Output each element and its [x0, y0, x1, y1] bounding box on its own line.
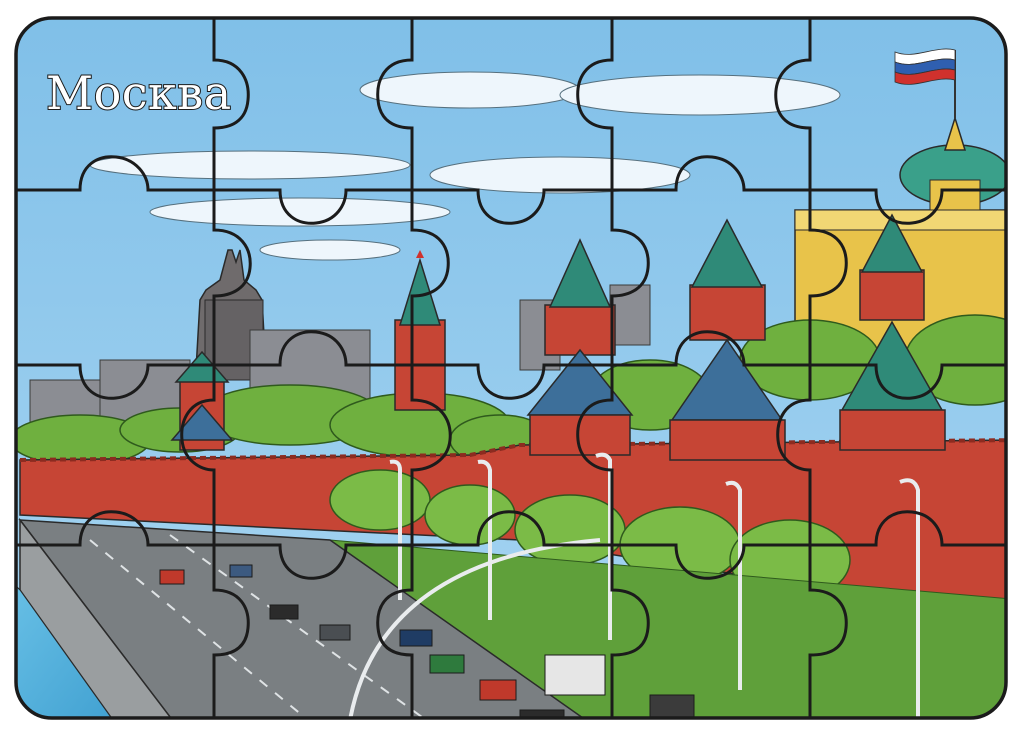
- russian-flag: [894, 48, 956, 118]
- cut-horizontal-2: [16, 330, 1006, 400]
- cars: [159, 564, 695, 718]
- board-outline: [14, 16, 1008, 720]
- cut-horizontal-3: [16, 510, 1006, 580]
- embankment: [19, 517, 182, 718]
- river: [16, 568, 121, 718]
- clouds: [89, 71, 841, 261]
- tower-right-2: [839, 213, 946, 451]
- street-lamps: [348, 452, 920, 718]
- cut-horizontal-1: [16, 155, 1006, 225]
- city-title: Москва: [45, 66, 232, 120]
- jigsaw-cuts: [16, 18, 1006, 718]
- tower-right-1: [669, 218, 786, 461]
- road-markings: [89, 534, 441, 718]
